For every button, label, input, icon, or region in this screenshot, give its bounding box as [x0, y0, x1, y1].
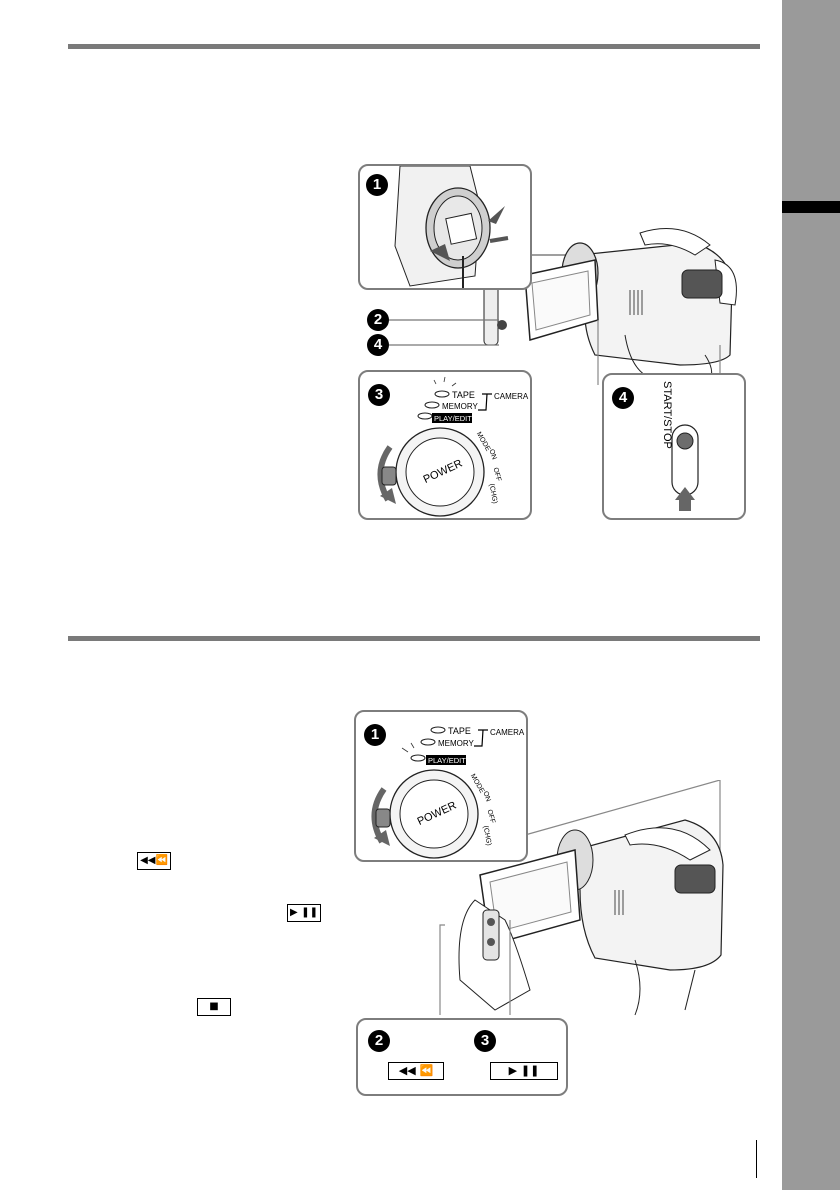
power-dial-illustration: TAPE MEMORY CAMERA PLAY/EDIT POWER MODE … [377, 376, 529, 517]
on-label-bottom: ON [481, 790, 491, 802]
on-label: ON [487, 448, 497, 460]
rewind-button-icon: ◀◀ ⏪ [388, 1062, 444, 1080]
step-number-3-bottom: 3 [474, 1030, 496, 1052]
camera-label-bottom: CAMERA [490, 728, 525, 737]
memory-label-bottom: MEMORY [438, 739, 475, 748]
play-pause-icon: ▶ ❚❚ [287, 904, 321, 922]
chg-label: (CHG) [488, 483, 498, 504]
memory-label: MEMORY [442, 402, 479, 411]
panel-lens-cap: 1 [358, 164, 532, 290]
camcorder-illustration-top [483, 228, 737, 385]
start-stop-label: START/STOP [661, 381, 673, 449]
step-number-2-bottom: 2 [368, 1030, 390, 1052]
callout-number-2: 2 [367, 309, 389, 331]
section-rule-top [68, 44, 760, 49]
power-dial-illustration-bottom: TAPE MEMORY CAMERA PLAY/EDIT POWER MODE … [371, 726, 525, 859]
callout-line-2 [389, 319, 499, 321]
section-side-tab [782, 0, 840, 1190]
step-number-3: 3 [368, 384, 390, 406]
section-rule-bottom [68, 636, 760, 641]
callout-number-4: 4 [367, 334, 389, 356]
off-label-bottom: OFF [486, 809, 496, 824]
chg-label-bottom: (CHG) [482, 825, 492, 846]
off-label: OFF [492, 467, 502, 482]
step-number-4: 4 [612, 387, 634, 409]
section-side-marker [782, 201, 840, 213]
panel-power-switch-play: 1 TAPE MEMORY CAMERA PLAY/EDIT POWER MOD… [354, 710, 528, 862]
step-number-1: 1 [366, 174, 388, 196]
rewind-icon: ◀◀⏪ [137, 852, 171, 870]
start-stop-illustration: START/STOP [661, 381, 699, 511]
panel-start-stop: 4 START/STOP [602, 373, 746, 520]
play-edit-label-bottom: PLAY/EDIT [428, 756, 466, 765]
camera-label: CAMERA [494, 392, 529, 401]
tape-label-bottom: TAPE [448, 726, 471, 736]
play-edit-label: PLAY/EDIT [434, 414, 472, 423]
lens-cap-illustration [394, 166, 509, 288]
stop-icon: ■ [197, 998, 231, 1016]
panel-power-switch: 3 TAPE MEMORY CAMERA PLAY/EDIT POWER MOD… [358, 370, 532, 520]
play-pause-button-icon: ▶ ❚❚ [490, 1062, 558, 1080]
step-number-1-bottom: 1 [364, 724, 386, 746]
panel-playback-buttons: 2 3 ◀◀ ⏪ ▶ ❚❚ [356, 1018, 568, 1096]
page-footer-rule [756, 1140, 757, 1178]
camcorder-illustration-bottom [439, 780, 724, 1016]
tape-label: TAPE [452, 390, 475, 400]
callout-line-4 [389, 344, 499, 346]
